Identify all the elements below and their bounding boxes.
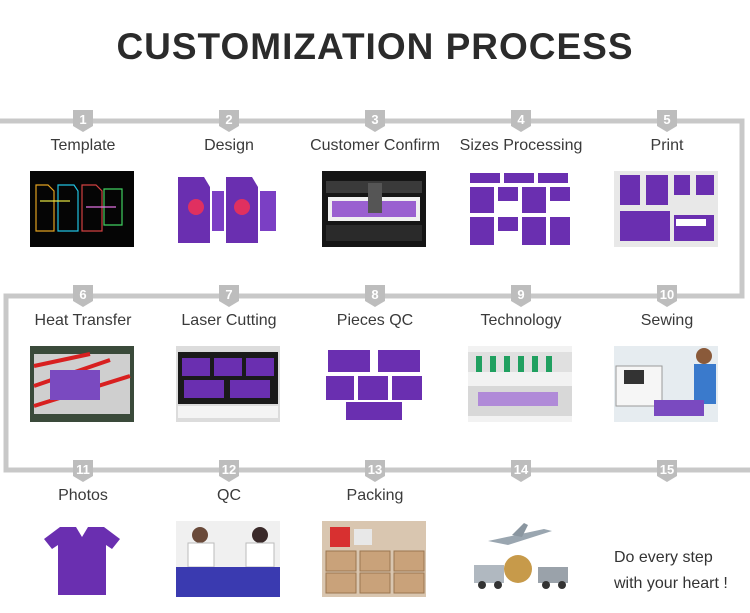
step-number-badge: 10	[656, 284, 678, 308]
fabric-pieces-thumbnail	[322, 346, 426, 422]
step-number-badge: 11	[72, 459, 94, 483]
badge-shape	[511, 285, 531, 307]
packing-boxes-thumbnail	[322, 521, 426, 597]
badge-shape	[73, 285, 93, 307]
badge-shape	[657, 285, 677, 307]
step-number-badge: 2	[218, 109, 240, 133]
step-number-badge: 15	[656, 459, 678, 483]
step-label: QC	[217, 487, 241, 504]
step-number: 12	[221, 462, 237, 477]
step-label: Photos	[58, 487, 108, 504]
badge-shape	[657, 460, 677, 482]
step-label: Customer Confirm	[310, 137, 440, 154]
step-number-badge: 9	[510, 284, 532, 308]
motto-line-1: Do every step	[614, 549, 713, 566]
step-number: 9	[517, 287, 525, 302]
step-label: Heat Transfer	[34, 312, 132, 329]
polo-shirt-thumbnail	[30, 521, 134, 597]
badge-shape	[219, 110, 239, 132]
step-number: 13	[367, 462, 383, 477]
badge-shape	[365, 460, 385, 482]
step-label: Laser Cutting	[181, 312, 277, 329]
badge-shape	[219, 285, 239, 307]
step-label: Sewing	[640, 312, 694, 329]
step-number: 5	[663, 112, 671, 127]
printer-machine-thumbnail	[322, 171, 426, 247]
step-label: Print	[650, 137, 684, 154]
step-label: Sizes Processing	[459, 137, 583, 154]
template-thumbnail	[30, 171, 134, 247]
quality-check-thumbnail	[176, 521, 280, 597]
step-label: Packing	[346, 487, 404, 504]
step-number: 4	[517, 112, 525, 127]
printed-sheets-thumbnail	[614, 171, 718, 247]
step-number-badge: 8	[364, 284, 386, 308]
step-label: Design	[204, 137, 254, 154]
pattern-layout-thumbnail	[468, 171, 572, 247]
motto-line-2: with your heart !	[614, 575, 728, 592]
step-number: 8	[371, 287, 379, 302]
step-number: 10	[659, 287, 675, 302]
process-step: 15	[594, 459, 744, 609]
step-number-badge: 3	[364, 109, 386, 133]
embroidery-machine-thumbnail	[468, 346, 572, 422]
badge-shape	[365, 110, 385, 132]
step-number-badge: 12	[218, 459, 240, 483]
step-number: 15	[659, 462, 675, 477]
badge-shape	[219, 460, 239, 482]
step-label: Technology	[480, 312, 562, 329]
badge-shape	[73, 460, 93, 482]
process-step: 14	[448, 459, 598, 609]
page-title: CUSTOMIZATION PROCESS	[116, 26, 634, 67]
shipping-thumbnail	[468, 519, 572, 595]
step-number-badge: 13	[364, 459, 386, 483]
heat-press-thumbnail	[30, 346, 134, 422]
step-number-badge: 1	[72, 109, 94, 133]
motto-text: Do every step with your heart !	[614, 545, 728, 597]
laser-cutter-thumbnail	[176, 346, 280, 422]
step-number: 6	[79, 287, 87, 302]
step-number-badge: 7	[218, 284, 240, 308]
step-number: 3	[371, 112, 379, 127]
step-number: 2	[225, 112, 233, 127]
badge-shape	[657, 110, 677, 132]
step-number-badge: 5	[656, 109, 678, 133]
badge-shape	[511, 460, 531, 482]
step-number-badge: 14	[510, 459, 532, 483]
step-label: Pieces QC	[336, 312, 414, 329]
sewing-worker-thumbnail	[614, 346, 718, 422]
step-number: 1	[79, 112, 87, 127]
step-number: 11	[76, 462, 90, 477]
badge-shape	[511, 110, 531, 132]
badge-shape	[365, 285, 385, 307]
badge-shape	[73, 110, 93, 132]
step-number: 7	[225, 287, 233, 302]
step-number-badge: 4	[510, 109, 532, 133]
step-number: 14	[513, 462, 529, 477]
step-label: Template	[50, 137, 116, 154]
jersey-design-thumbnail	[176, 171, 280, 247]
step-number-badge: 6	[72, 284, 94, 308]
